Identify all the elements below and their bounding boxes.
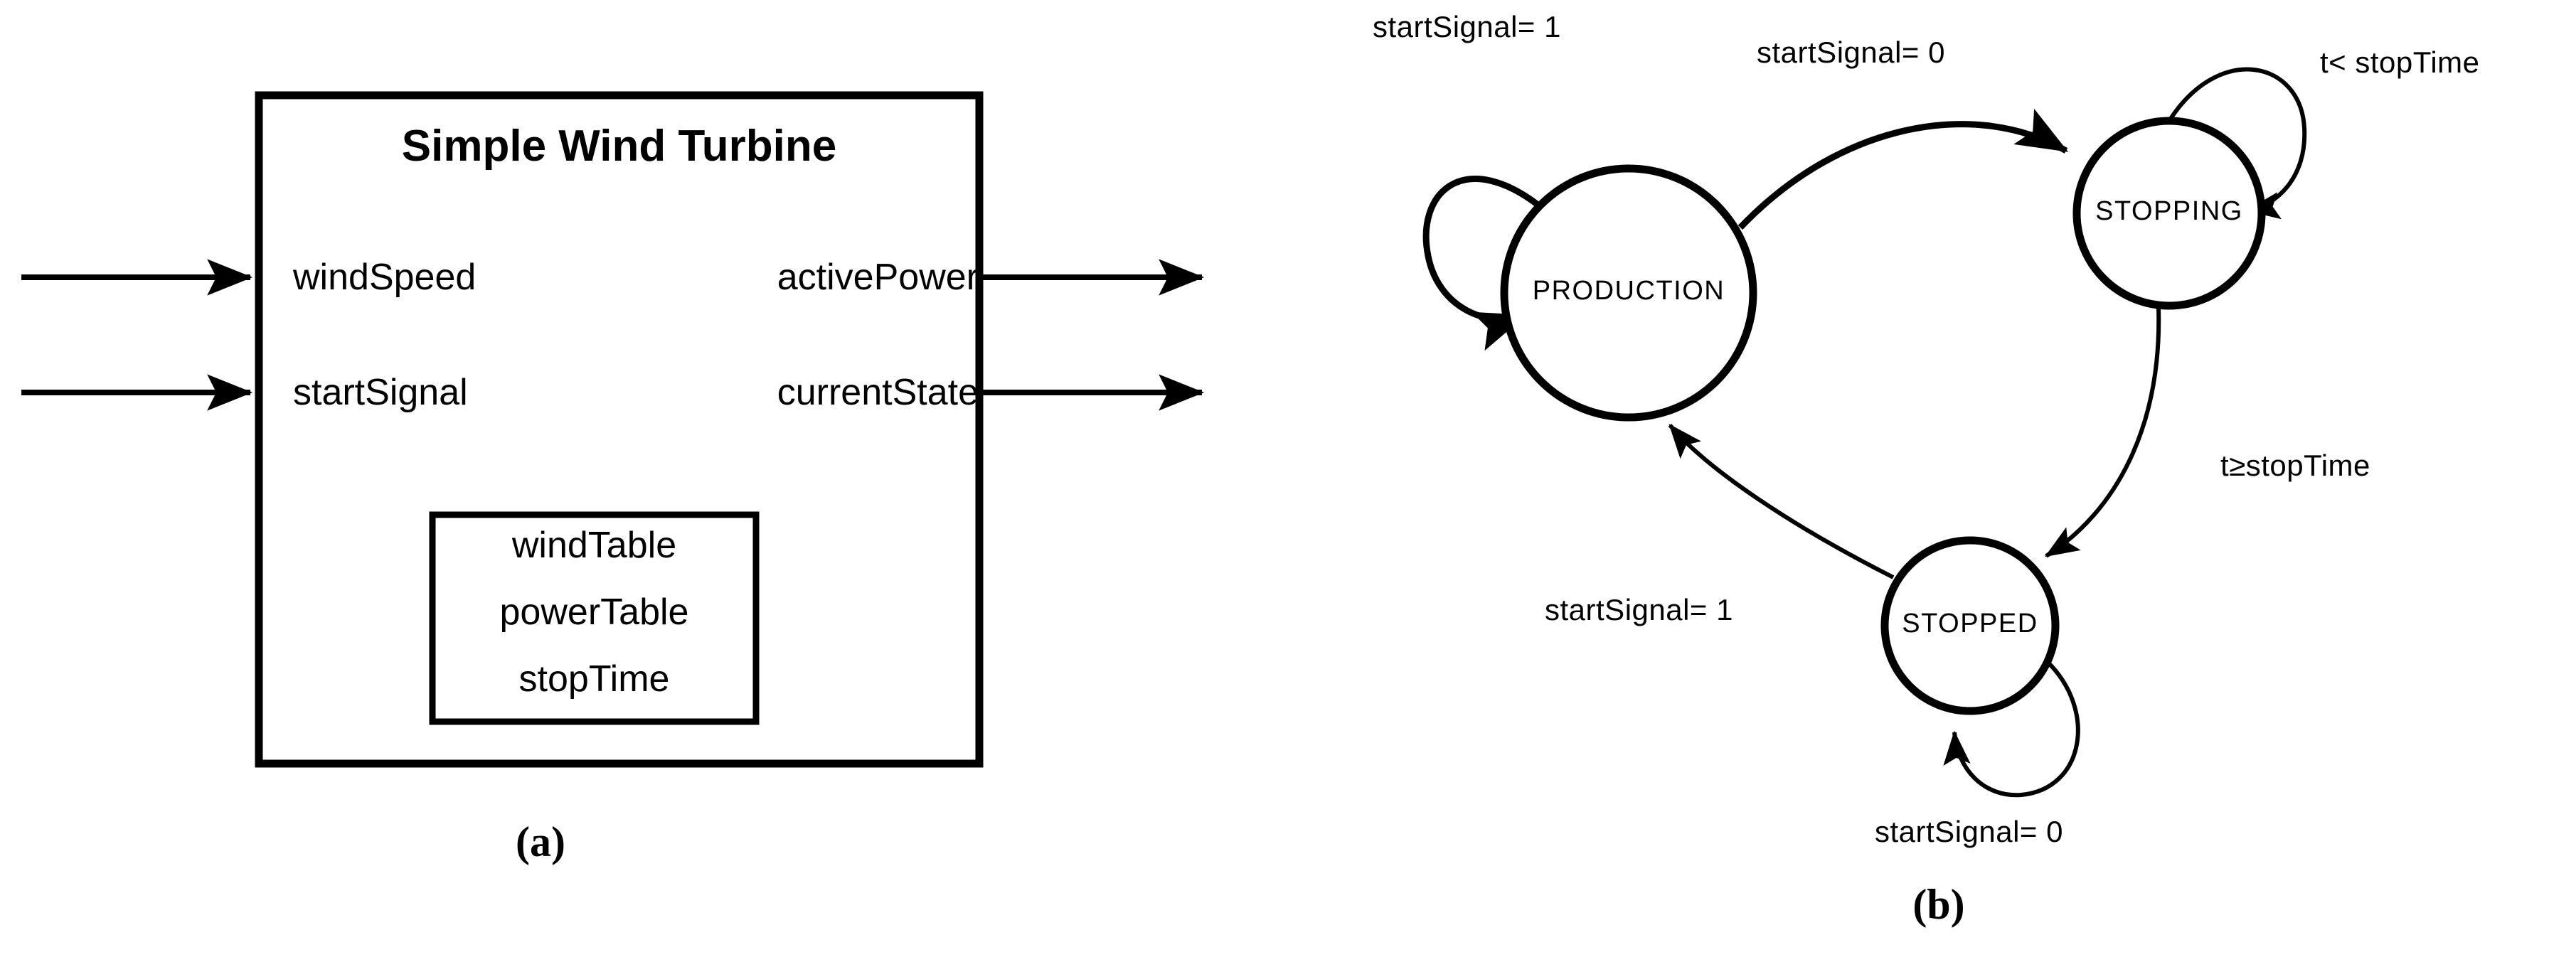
state-node-production xyxy=(1500,164,1757,422)
guard-label-stopped-to-production: startSignal= 1 xyxy=(1545,593,1733,626)
block-title: Simple Wind Turbine xyxy=(401,122,837,171)
parameter-windtable: windTable xyxy=(511,525,677,566)
transition-production-self xyxy=(1422,176,1545,351)
guard-label-production-to-stopping: startSignal= 0 xyxy=(1757,36,1945,69)
guard-label-stopping-to-stopped: t≥stopTime xyxy=(2220,449,2370,482)
guard-label-stopping-self: t< stopTime xyxy=(2320,46,2480,79)
transition-stopping-to-stopped xyxy=(2044,306,2161,558)
panel-caption-a: (a) xyxy=(516,818,565,865)
state-node-stopped xyxy=(1880,536,2060,715)
port-label-startsignal: startSignal xyxy=(293,372,468,413)
state-node-stopping xyxy=(2072,117,2266,310)
state-label-production: PRODUCTION xyxy=(1532,276,1725,306)
port-label-windspeed: windSpeed xyxy=(293,257,477,298)
transition-stopped-to-production xyxy=(1668,424,1895,579)
transition-production-to-stopping xyxy=(1737,108,2069,230)
state-label-stopping: STOPPING xyxy=(2095,196,2243,226)
parameter-powertable: powerTable xyxy=(499,592,689,633)
panel-caption-b: (b) xyxy=(1912,881,1965,928)
state-label-stopped: STOPPED xyxy=(1902,609,2038,638)
port-label-activepower: activePower xyxy=(777,257,979,298)
guard-label-stopped-self: startSignal= 0 xyxy=(1875,815,2063,848)
parameter-stoptime: stopTime xyxy=(518,658,670,700)
port-label-currentstate: currentState xyxy=(777,372,979,413)
transition-stopped-self xyxy=(1943,659,2080,798)
transition-stopping-self xyxy=(2167,67,2307,220)
parameter-box xyxy=(429,511,760,725)
guard-label-production-self: startSignal= 1 xyxy=(1373,10,1561,43)
